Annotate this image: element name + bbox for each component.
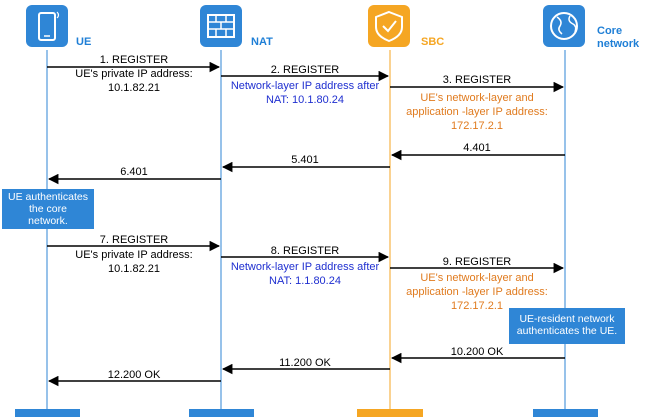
msg-7-label: 7. REGISTER bbox=[100, 234, 169, 246]
ue-auth-note-line2: the core bbox=[29, 203, 67, 215]
ue-auth-note-line3: network. bbox=[28, 215, 68, 227]
msg-12-label: 12.200 OK bbox=[108, 369, 161, 381]
ue-ip-annotation-1-line2: 10.1.82.21 bbox=[108, 82, 160, 94]
ue-ip-annotation-2-line2: 10.1.82.21 bbox=[108, 263, 160, 275]
shield-icon bbox=[368, 5, 410, 47]
globe-icon bbox=[543, 5, 585, 47]
msg-9-label: 9. REGISTER bbox=[443, 256, 512, 268]
core-bottom-bar bbox=[533, 409, 598, 417]
msg-1-label: 1. REGISTER bbox=[100, 54, 169, 66]
sbc-name: SBC bbox=[421, 36, 444, 48]
msg-8-label: 8. REGISTER bbox=[271, 245, 340, 257]
sbc-ip-annotation-1-line1: UE's network-layer and bbox=[420, 92, 533, 104]
ue-ip-annotation-2-line1: UE's private IP address: bbox=[75, 249, 192, 261]
ue-name: UE bbox=[76, 36, 91, 48]
core-auth-note-line1: UE-resident network bbox=[519, 313, 615, 325]
nat-ip-annotation-1-line2: NAT: 10.1.80.24 bbox=[266, 94, 344, 106]
sbc-ip-annotation-2-line3: 172.17.2.1 bbox=[451, 300, 503, 312]
core-name-line1: Core bbox=[597, 25, 622, 37]
nat-bottom-bar bbox=[189, 409, 254, 417]
sbc-ip-annotation-1-line3: 172.17.2.1 bbox=[451, 120, 503, 132]
nat-ip-annotation-2-line2: NAT: 1.1.80.24 bbox=[269, 275, 341, 287]
msg-3-label: 3. REGISTER bbox=[443, 74, 512, 86]
msg-6-label: 6.401 bbox=[120, 166, 148, 178]
core-name-line2: network bbox=[597, 38, 640, 50]
ue-bottom-bar bbox=[15, 409, 80, 417]
msg-2-label: 2. REGISTER bbox=[271, 64, 340, 76]
msg-11-label: 11.200 OK bbox=[279, 357, 331, 369]
nat-name: NAT bbox=[251, 36, 273, 48]
nat-ip-annotation-1-line1: Network-layer IP address after bbox=[231, 80, 380, 92]
sbc-ip-annotation-2-line1: UE's network-layer and bbox=[420, 272, 533, 284]
core-auth-note-line2: authenticates the UE. bbox=[516, 325, 618, 337]
core-auth-note: UE-resident network authenticates the UE… bbox=[509, 308, 625, 344]
ue-auth-note-line1: UE authenticates bbox=[8, 191, 88, 203]
phone-icon bbox=[26, 5, 68, 47]
msg-5-label: 5.401 bbox=[291, 154, 319, 166]
sbc-bottom-bar bbox=[357, 409, 423, 417]
ue-auth-note: UE authenticates the core network. bbox=[2, 189, 94, 229]
sbc-ip-annotation-1-line2: application -layer IP address: bbox=[406, 106, 548, 118]
sbc-ip-annotation-2-line2: application -layer IP address: bbox=[406, 286, 548, 298]
ue-ip-annotation-1-line1: UE's private IP address: bbox=[75, 68, 192, 80]
nat-ip-annotation-2-line1: Network-layer IP address after bbox=[231, 261, 380, 273]
msg-4-label: 4.401 bbox=[463, 142, 491, 154]
firewall-icon bbox=[200, 5, 242, 47]
msg-10-label: 10.200 OK bbox=[451, 346, 504, 358]
